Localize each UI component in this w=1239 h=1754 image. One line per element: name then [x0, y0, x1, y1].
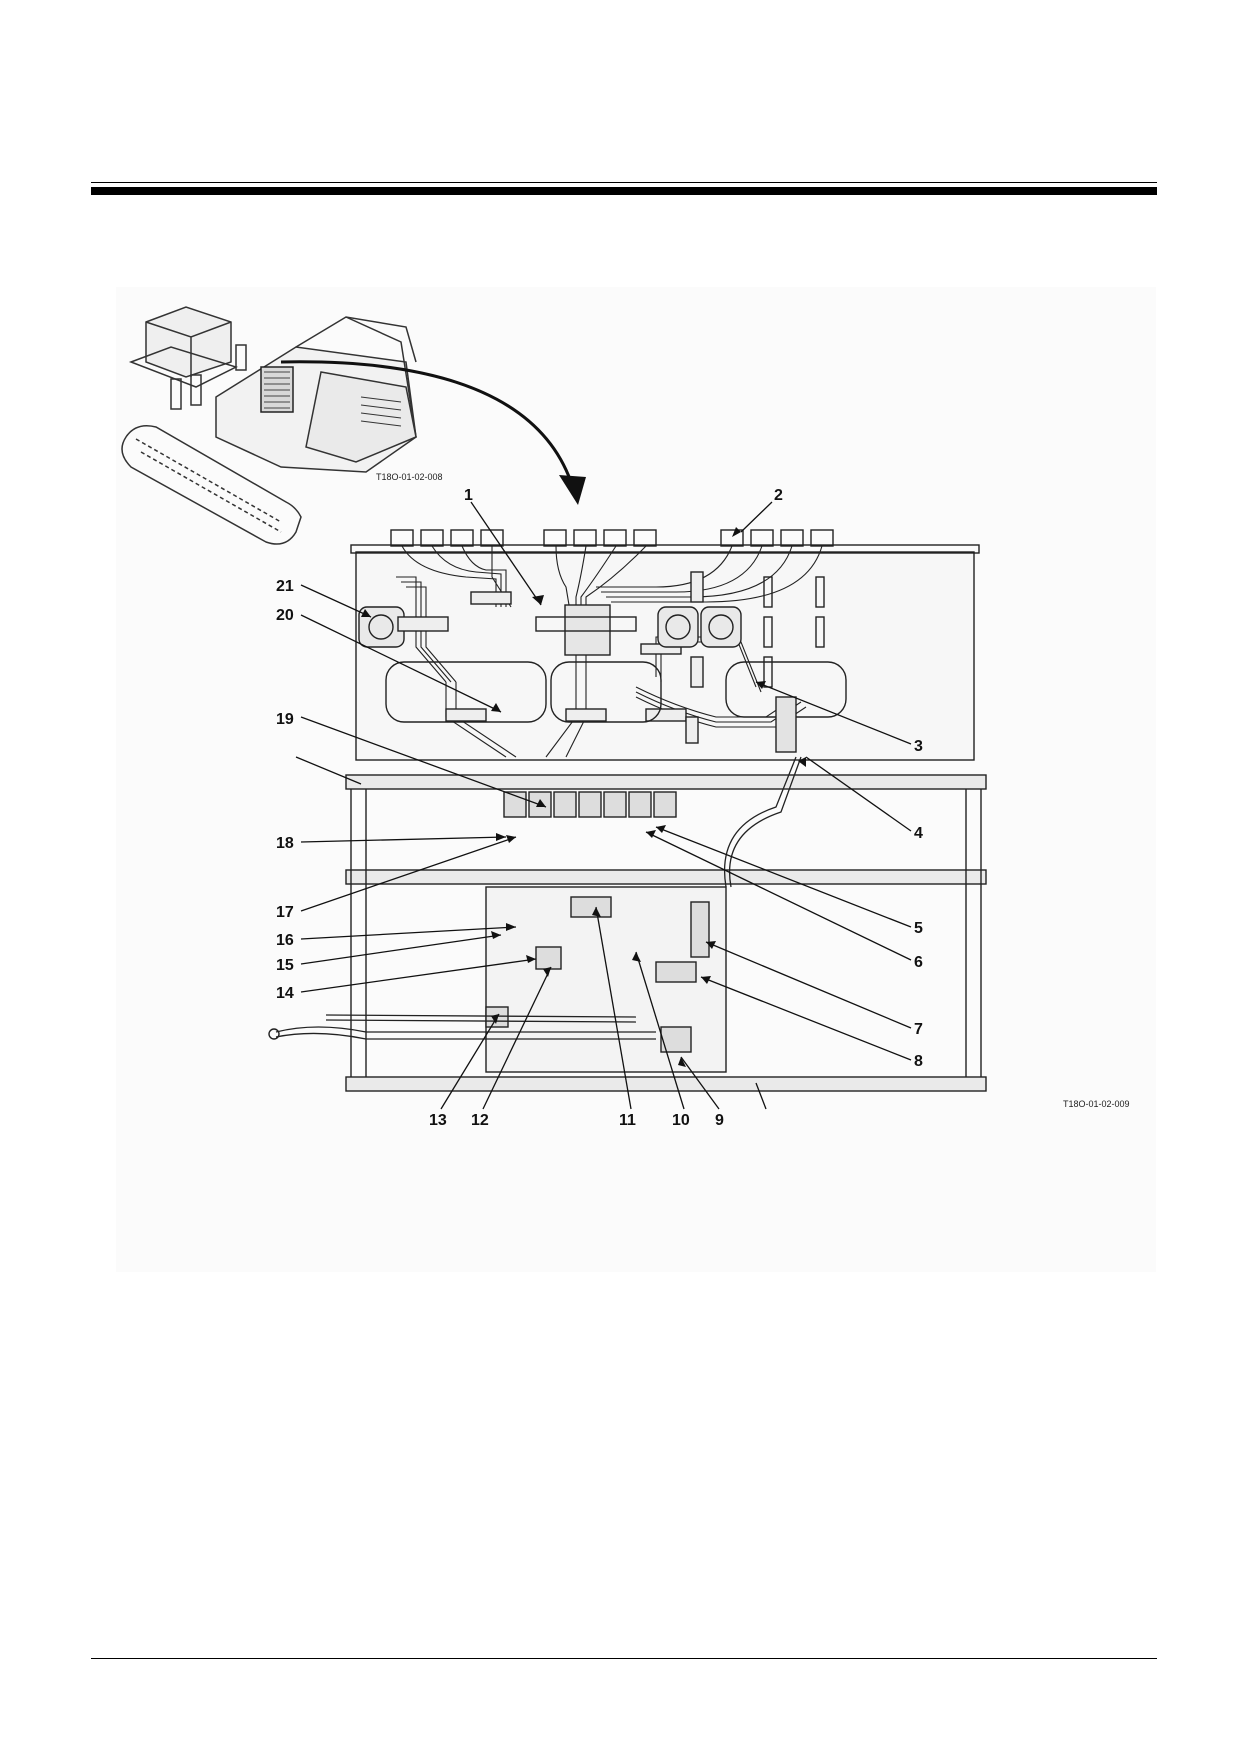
hydraulic-diagram-figure: T18O-01-02-008 T18O-01-02-009: [116, 287, 1156, 1272]
top-fittings: [390, 529, 834, 547]
location-arrow: [280, 360, 586, 505]
callout-16: 16: [276, 932, 294, 949]
callout-9: 9: [715, 1112, 724, 1129]
figure-code-bottom: T18O-01-02-009: [1063, 1099, 1130, 1109]
callout-4: 4: [914, 825, 923, 842]
callout-20: 20: [276, 607, 294, 624]
access-panel-highlight: [260, 366, 294, 413]
callout-arrowheads: [361, 527, 806, 1067]
figure-code-top: T18O-01-02-008: [376, 472, 443, 482]
callout-8: 8: [914, 1053, 923, 1070]
callout-10: 10: [672, 1112, 690, 1129]
callout-18: 18: [276, 835, 294, 852]
header-rule-thin: [91, 182, 1157, 183]
callout-15: 15: [276, 957, 294, 974]
callout-leaders: [295, 501, 912, 1110]
callout-7: 7: [914, 1021, 923, 1038]
hoses: [275, 756, 802, 1040]
callout-14: 14: [276, 985, 294, 1002]
callout-21: 21: [276, 578, 294, 595]
callout-3: 3: [914, 738, 923, 755]
callout-6: 6: [914, 954, 923, 971]
callout-5: 5: [914, 920, 923, 937]
callout-12: 12: [471, 1112, 489, 1129]
valve-bank: [503, 791, 677, 818]
header-rule: [91, 187, 1157, 195]
callout-labels: 1 2 3 4 5 6 7 8 9 10 11 12 13 14 15 16 1…: [276, 487, 923, 1129]
panel-assembly: [268, 529, 987, 1092]
callout-13: 13: [429, 1112, 447, 1129]
footer-rule: [91, 1658, 1157, 1659]
callout-17: 17: [276, 904, 294, 921]
callout-11: 11: [619, 1112, 636, 1129]
callout-2: 2: [774, 487, 783, 504]
callout-1: 1: [464, 487, 473, 504]
callout-19: 19: [276, 711, 294, 728]
excavator-sketch: [121, 306, 417, 545]
